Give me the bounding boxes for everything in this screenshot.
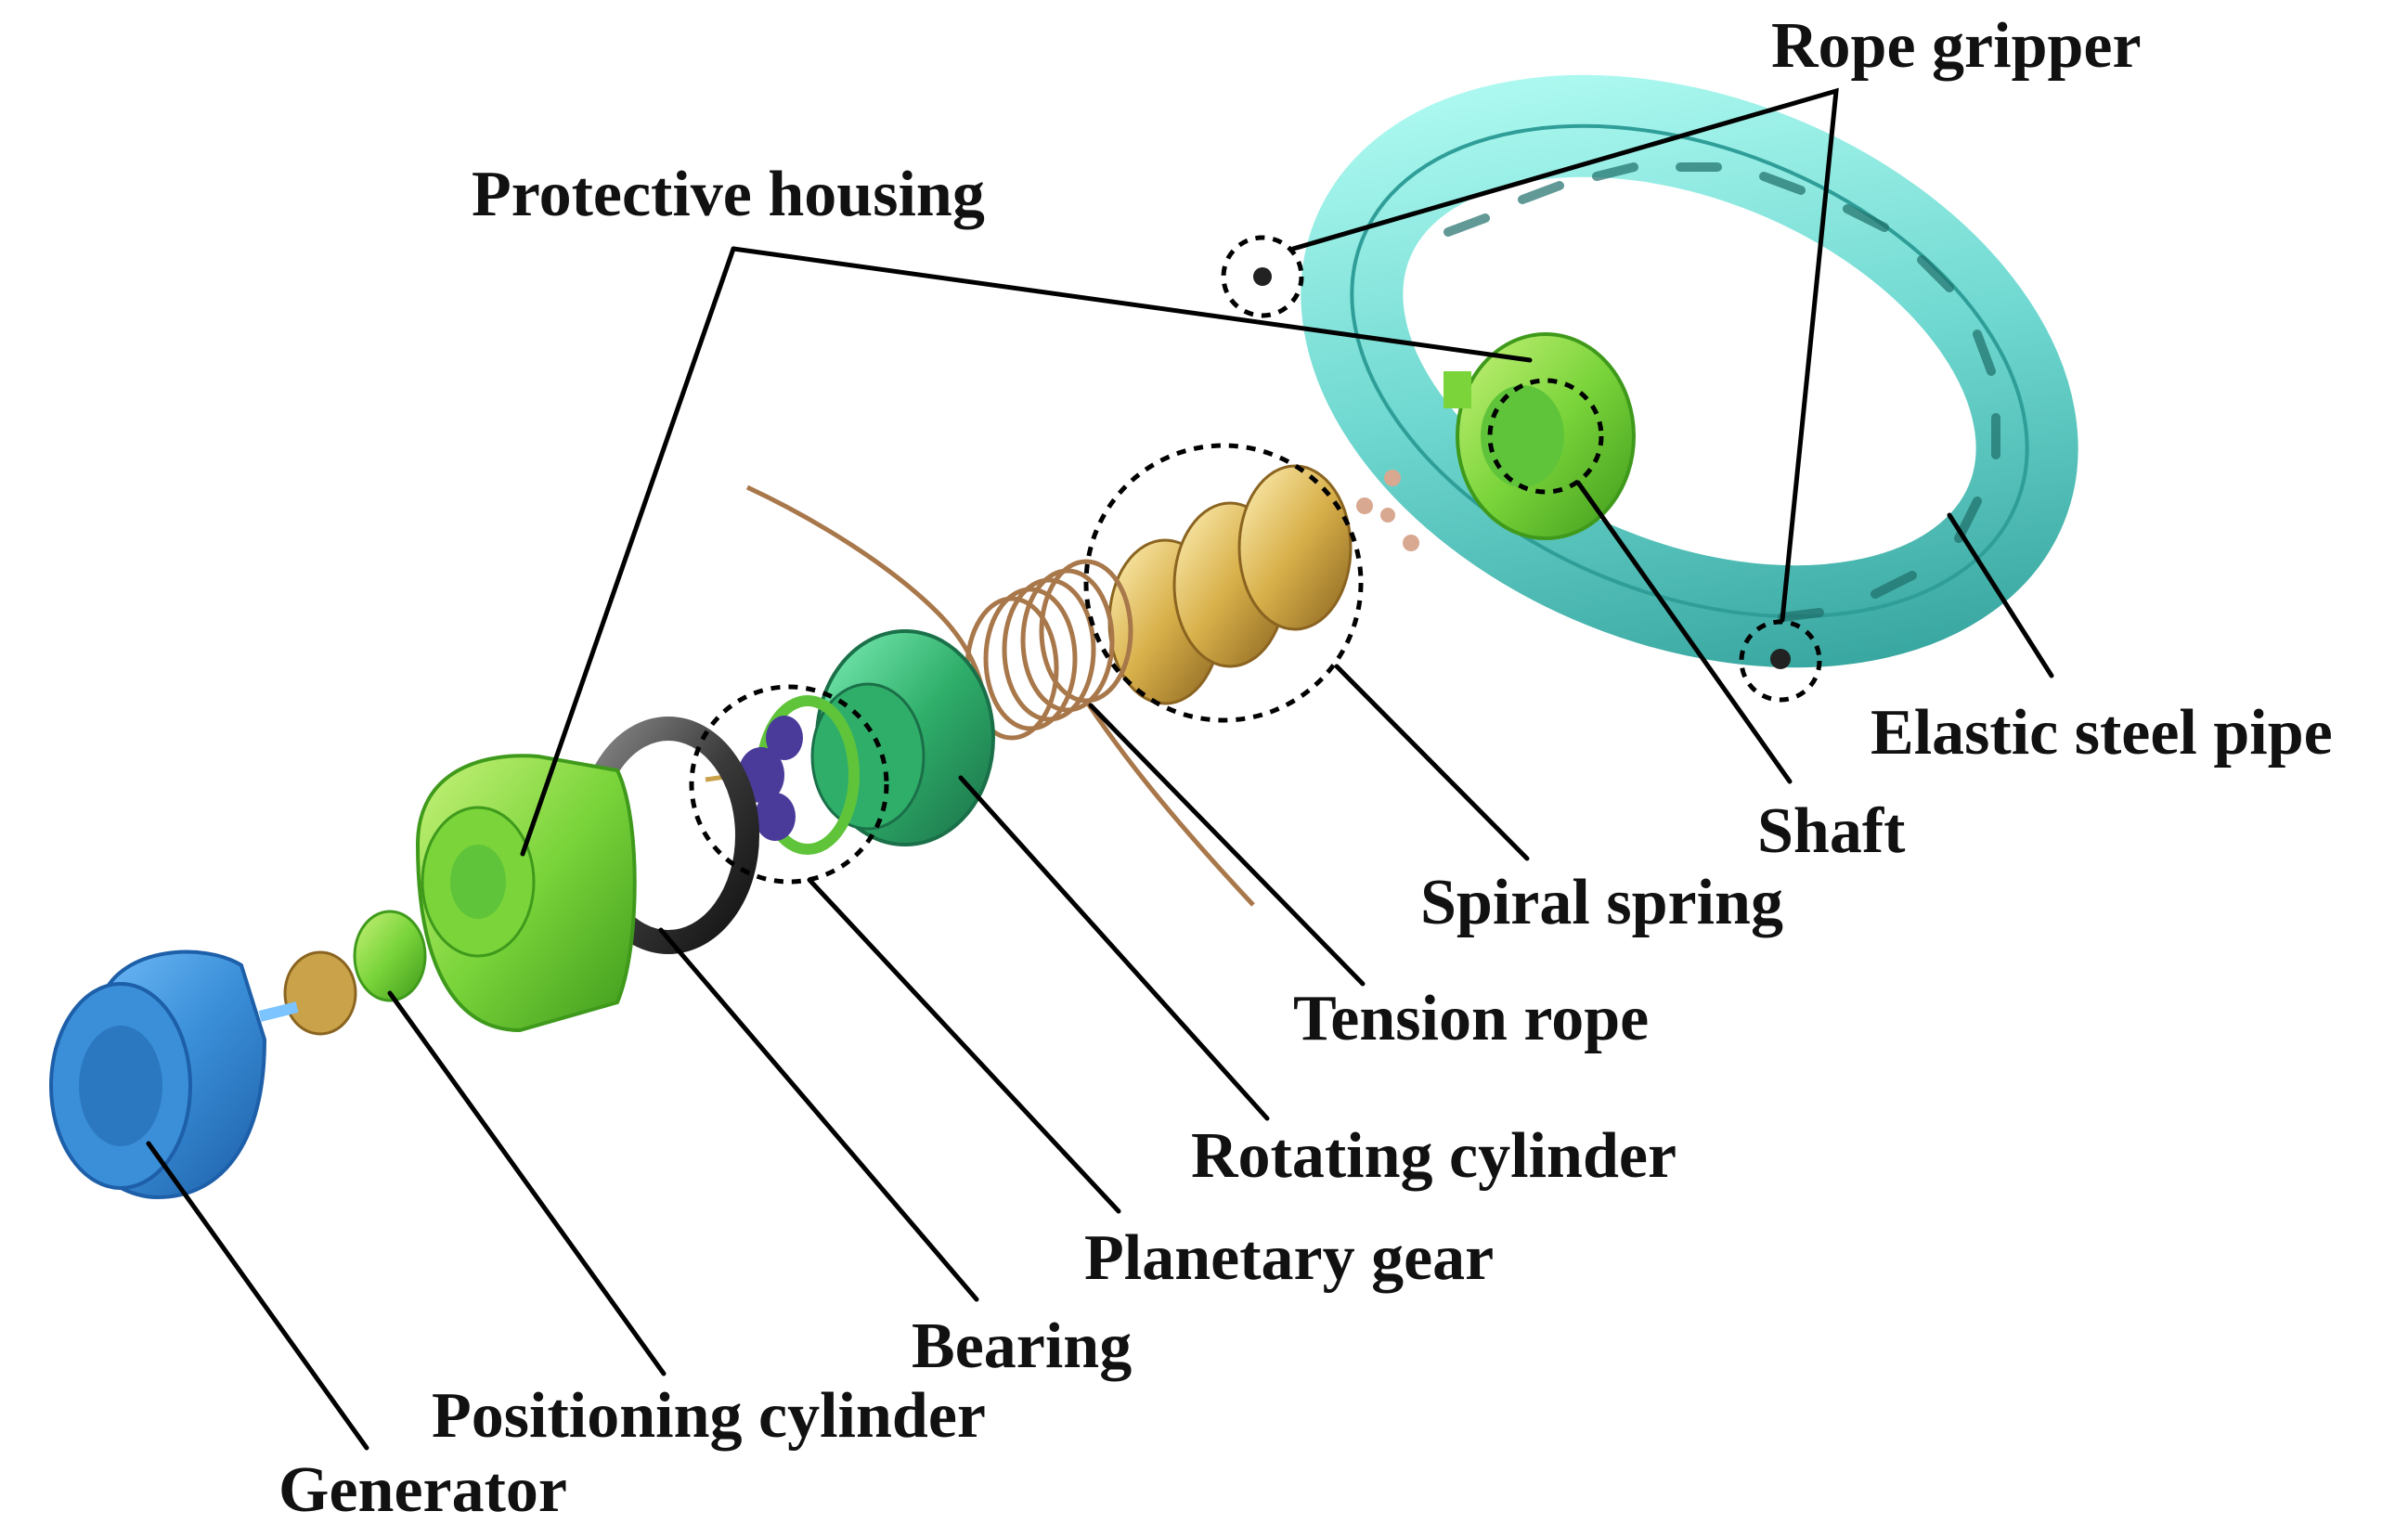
label-tension-rope: Tension rope	[1293, 983, 1649, 1054]
leader-lines	[146, 87, 2054, 1451]
screw-parts	[1356, 470, 1419, 551]
positioning-cylinder-part	[283, 910, 427, 1036]
label-protective-housing: Protective housing	[472, 159, 985, 230]
label-rotating-cylinder: Rotating cylinder	[1191, 1120, 1677, 1192]
spiral-spring-highlight	[1083, 443, 1364, 723]
rope-gripper-top-highlight	[1221, 235, 1304, 318]
label-spiral-spring: Spiral spring	[1420, 867, 1783, 938]
rope-gripper-bottom-highlight	[1739, 619, 1822, 703]
spiral-spring-part	[1107, 464, 1353, 705]
protective-housing-part	[415, 754, 637, 1033]
label-planetary-gear: Planetary gear	[1084, 1222, 1494, 1294]
rotating-cylinder-part	[810, 629, 995, 846]
planetary-gear-highlight	[689, 684, 889, 885]
rope-gripper-parts	[1253, 267, 1791, 669]
label-rope-gripper: Rope gripper	[1771, 10, 2142, 82]
label-positioning-cylinder: Positioning cylinder	[432, 1380, 986, 1452]
label-generator: Generator	[278, 1454, 567, 1526]
label-bearing: Bearing	[912, 1311, 1132, 1382]
label-elastic-steel-pipe: Elastic steel pipe	[1871, 697, 2333, 768]
tension-rope-part	[745, 484, 1255, 907]
generator-part	[49, 949, 299, 1200]
label-shaft: Shaft	[1757, 795, 1905, 867]
shaft-part	[1444, 332, 1636, 540]
shaft-highlight	[1487, 378, 1604, 495]
